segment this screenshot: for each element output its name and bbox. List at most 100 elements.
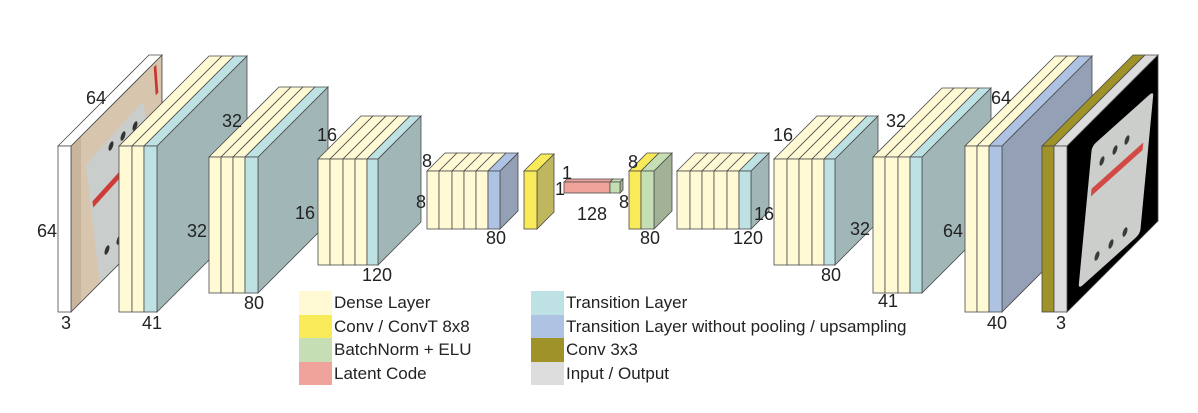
slice-dense	[713, 170, 728, 230]
slice-dense	[798, 158, 813, 266]
enc-block-2-dim-label: 80	[244, 293, 264, 313]
latent-code-dim-label: 1	[555, 179, 565, 199]
latent-code-dim-label: 128	[577, 204, 607, 224]
dec-block-2-dim-label: 32	[850, 219, 870, 239]
enc-block-3-dim-label: 120	[362, 265, 392, 285]
enc-block-4-block: 8 8 80	[416, 151, 519, 248]
enc-block-3-dim-label: 16	[317, 125, 337, 145]
slice-dense	[354, 158, 368, 266]
slice-dense	[329, 158, 344, 266]
slice-dense	[773, 158, 788, 266]
dec-block-3-dim-label: 32	[886, 111, 906, 131]
legend-item-conv3x3: Conv 3x3	[531, 338, 907, 362]
slice-dense	[208, 156, 222, 294]
slice-dense	[976, 145, 990, 313]
slice-dense	[426, 170, 440, 230]
slice-transition	[909, 156, 923, 294]
output-image-dim-label: 3	[1056, 313, 1066, 333]
slice-transition	[366, 158, 379, 266]
legend-label: Transition Layer without pooling / upsam…	[566, 316, 907, 336]
latent-code-block: 11 128	[555, 163, 624, 224]
slice-transition_np	[988, 145, 1003, 313]
dec-block-4-dim-label: 40	[987, 313, 1007, 333]
enc-block-3-block: 16 16 120	[295, 115, 422, 285]
slice-bn_elu	[640, 170, 655, 230]
slice-dense	[317, 158, 331, 266]
slice-transition	[823, 158, 836, 266]
dec-block-2-dim-label: 80	[821, 265, 841, 285]
slice-transition_np	[487, 170, 501, 230]
legend-item-transition: Transition Layer	[531, 291, 907, 315]
legend-swatch	[531, 314, 564, 338]
dec-convt-dim-label: 8	[628, 152, 638, 172]
slice-conv	[628, 170, 642, 230]
dec-convt-block: 8 8 80	[619, 152, 673, 248]
slice-dense	[964, 145, 978, 313]
dec-convt-dim-label: 80	[640, 228, 660, 248]
input-image-dim-label: 64	[37, 221, 57, 241]
legend-label: Dense Layer	[334, 293, 431, 313]
dec-convt-dim-label: 8	[619, 192, 629, 212]
slice-dense	[220, 156, 234, 294]
latent-code-dim-label: 1	[562, 163, 572, 183]
legend-label: BatchNorm + ELU	[334, 340, 472, 360]
slice-dense	[689, 170, 703, 230]
legend-label: Input / Output	[566, 363, 670, 383]
input-image-dim-label: 64	[86, 88, 106, 108]
legend-item-bn-elu: BatchNorm + ELU	[299, 338, 471, 362]
legend-swatch	[531, 338, 564, 362]
legend-swatch	[299, 314, 332, 338]
enc-block-2-dim-label: 32	[222, 111, 242, 131]
slice-dense	[342, 158, 356, 266]
dec-block-2-block: 16 32 80	[773, 115, 879, 285]
legend-swatch	[299, 361, 332, 385]
legend-label: Latent Code	[334, 363, 427, 383]
output-photo	[1067, 55, 1158, 312]
dec-block-3-dim-label: 64	[943, 221, 963, 241]
slice-transition	[143, 145, 158, 313]
slice-conv	[523, 170, 538, 230]
dec-block-3-dim-label: 41	[878, 291, 898, 311]
slice-transition	[738, 170, 752, 230]
slice-dense	[676, 170, 691, 230]
slice-dense	[786, 158, 800, 266]
enc-block-1-dim-label: 41	[142, 313, 162, 333]
slice-conv3x3	[1041, 145, 1055, 313]
slice-dense	[872, 156, 886, 294]
slice-dense	[131, 145, 145, 313]
slice-dense	[438, 170, 453, 230]
slice-dense	[726, 170, 740, 230]
legend-item-transition-np: Transition Layer without pooling / upsam…	[531, 314, 907, 338]
legend-label: Conv 3x3	[566, 340, 638, 360]
slice-dense	[897, 156, 911, 294]
slice-io	[57, 145, 72, 313]
dec-block-3-block: 32 64 41	[872, 87, 992, 311]
legend-swatch	[299, 291, 332, 315]
slice-dense	[118, 145, 133, 313]
enc-block-1-block: 41	[118, 55, 248, 333]
output-image-block: 3	[1041, 54, 1159, 333]
slice-dense	[884, 156, 899, 294]
device-red-band	[1090, 142, 1144, 197]
enc-block-4-dim-label: 80	[486, 228, 506, 248]
dec-block-1-dim-label: 16	[754, 204, 774, 224]
slice-io	[1053, 145, 1068, 313]
legend-swatch	[531, 291, 564, 315]
enc-block-4-dim-label: 8	[422, 151, 432, 171]
enc-block-4-dim-label: 8	[416, 192, 426, 212]
dec-block-4-dim-label: 64	[991, 88, 1011, 108]
slice-dense	[811, 158, 825, 266]
legend-item-latent: Latent Code	[299, 361, 471, 385]
enc-block-3-dim-label: 16	[295, 203, 315, 223]
slice-dense	[463, 170, 477, 230]
legend-item-io: Input / Output	[531, 361, 907, 385]
slice-dense	[232, 156, 246, 294]
slice-dense	[701, 170, 715, 230]
legend-swatch	[299, 338, 332, 362]
dec-block-2-dim-label: 16	[773, 125, 793, 145]
